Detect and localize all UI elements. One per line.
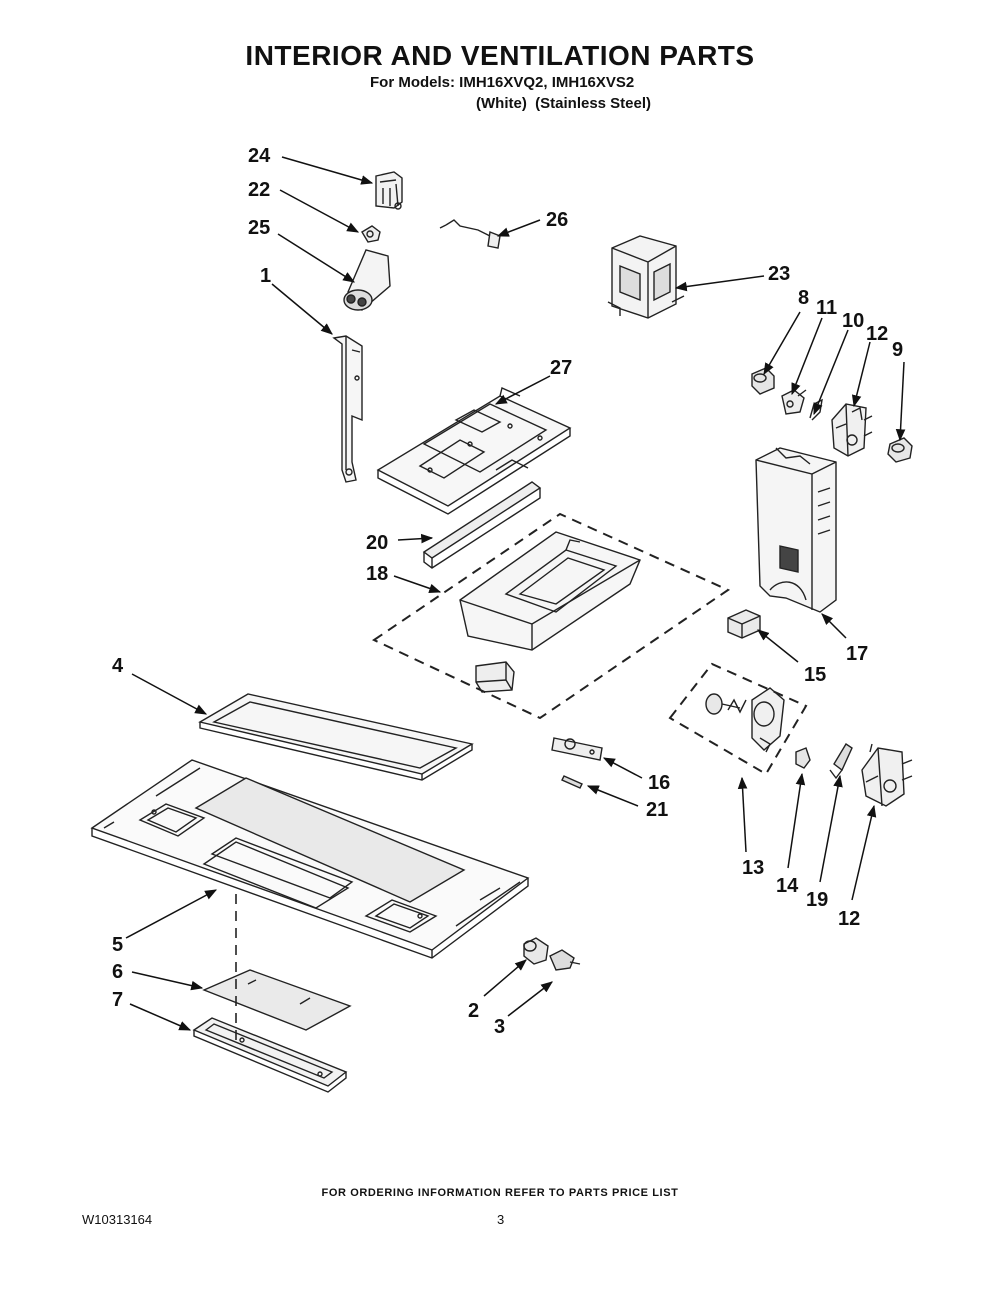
callout-12-lower: 12 [838,908,860,930]
leader-17 [821,613,847,639]
leader-14 [787,772,806,869]
part-21-drawing [561,775,583,789]
page-title: INTERIOR AND VENTILATION PARTS [245,40,755,71]
callout-16: 16 [648,772,670,794]
part-8-drawing [751,367,775,395]
part-9-drawing [887,437,913,463]
finishes-line: (White) (Stainless Steel) [476,95,652,112]
part-24-drawing [375,171,403,210]
part-20-drawing [422,481,542,569]
callout-24: 24 [248,145,271,167]
leader-13 [737,776,748,853]
leader-5 [125,889,218,939]
part-1-drawing [332,335,363,483]
part-2-drawing [523,937,549,965]
callout-4: 4 [112,655,124,677]
leader-10 [813,329,849,416]
part-12-lower-drawing [861,743,913,807]
part-22-drawing [361,225,381,243]
document-number: W10313164 [82,1212,153,1227]
ordering-note: FOR ORDERING INFORMATION REFER TO PARTS … [321,1187,679,1199]
part-15-drawing [727,609,761,639]
leader-22 [279,189,360,233]
callout-1: 1 [260,265,271,287]
leader-26 [496,219,541,237]
callout-7: 7 [112,989,123,1011]
leader-1 [271,283,333,335]
leader-6 [131,971,204,991]
callout-20: 20 [366,532,388,554]
leader-19 [819,774,843,883]
models-line: For Models: IMH16XVQ2, IMH16XVS2 [370,74,635,91]
part-13-drawing [705,687,785,753]
leader-27 [494,375,551,405]
callout-18: 18 [366,563,388,585]
callout-11: 11 [816,297,837,319]
part-25-drawing [343,249,391,312]
callout-13: 13 [742,857,764,879]
callout-23: 23 [768,263,790,285]
callout-2: 2 [468,1000,479,1022]
leader-23 [674,275,765,292]
leader-20 [397,533,434,544]
callout-14: 14 [776,875,799,897]
part-5-drawing [90,759,530,959]
part-6-drawing [202,969,352,1031]
leader-25 [277,233,356,283]
leader-4 [131,673,208,715]
assembly-outline-18 [371,512,731,720]
part-16-drawing [551,737,603,761]
leader-7 [129,1003,192,1031]
part-27-drawing [376,387,572,515]
part-17-drawing [755,447,837,613]
callout-21: 21 [646,799,668,821]
part-23-drawing [607,235,685,319]
leader-12-lower [851,804,877,901]
part-18-drawing [459,531,641,693]
leader-16 [602,757,643,779]
callout-22: 22 [248,179,270,201]
leader-8 [763,311,801,376]
callout-3: 3 [494,1016,505,1038]
leader-12-upper [851,341,871,408]
leader-11 [791,317,823,396]
leader-15 [757,629,799,663]
callout-5: 5 [112,934,123,956]
part-19-drawing [829,743,853,780]
part-26-drawing [439,219,501,249]
part-4-drawing [198,693,474,781]
callout-27: 27 [550,357,572,379]
part-11-drawing [781,389,807,415]
leader-18 [393,575,442,593]
callout-17: 17 [846,643,868,665]
part-3-drawing [549,949,581,971]
leader-21 [586,785,639,807]
assembly-outline-13 [668,662,808,776]
leader-24 [281,156,374,185]
page-number: 3 [497,1212,505,1227]
part-12-upper-drawing [831,403,873,457]
leader-3 [507,981,553,1017]
callout-10: 10 [842,310,864,332]
callout-25: 25 [248,217,270,239]
callout-9: 9 [892,339,903,361]
leader-2 [483,959,527,997]
callout-8: 8 [798,287,809,309]
part-7-drawing [192,1017,348,1093]
callout-19: 19 [806,889,828,911]
callout-15: 15 [804,664,826,686]
leader-9 [895,361,906,442]
callout-6: 6 [112,961,123,983]
callout-12-upper: 12 [866,323,888,345]
part-14-drawing [795,747,811,769]
callout-26: 26 [546,209,568,231]
